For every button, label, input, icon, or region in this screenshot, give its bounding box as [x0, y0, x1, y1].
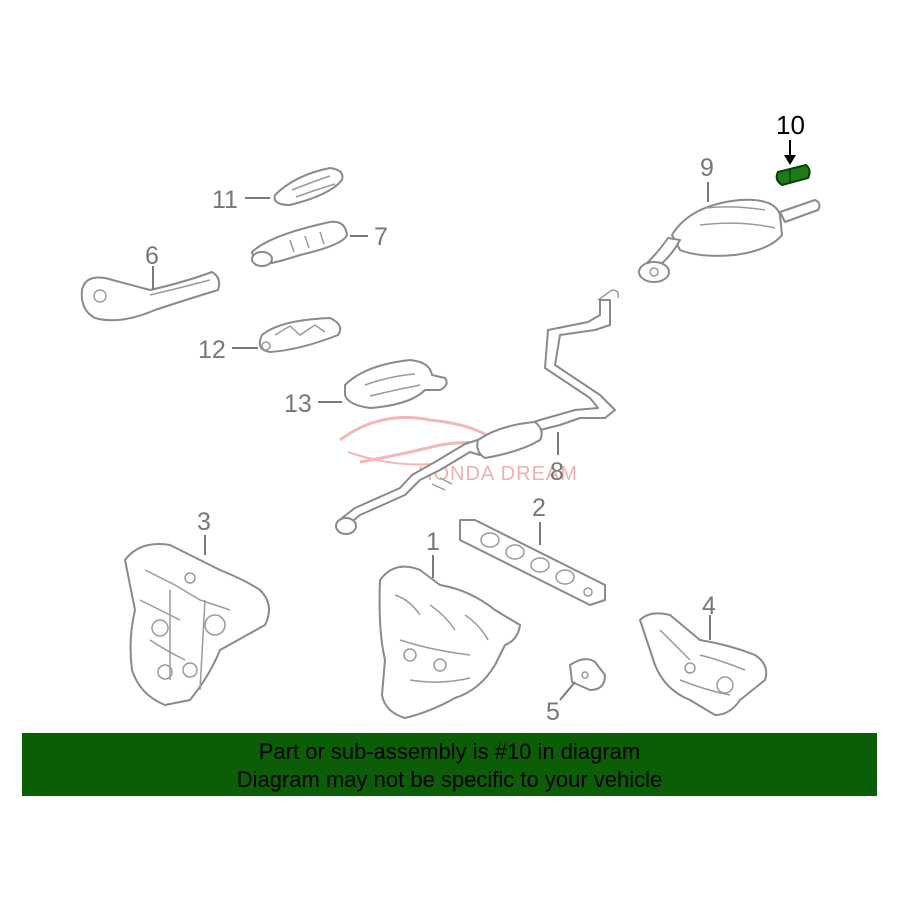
part-12-heat-shield[interactable]	[232, 317, 342, 353]
callout-5-label: 5	[546, 698, 560, 726]
part-5-bracket[interactable]	[559, 658, 606, 701]
callout-8-label: 8	[550, 458, 564, 486]
callout-13-label: 13	[284, 390, 312, 418]
part-8-exhaust-pipe[interactable]	[335, 289, 620, 535]
part-7-gasket[interactable]	[251, 220, 368, 267]
part-1-exhaust-manifold[interactable]	[378, 555, 521, 719]
callout-6-label: 6	[145, 242, 159, 270]
callout-9-label: 9	[700, 154, 714, 182]
callout-2-label: 2	[532, 494, 546, 522]
part-2-gasket[interactable]	[459, 519, 606, 606]
part-10-hanger[interactable]	[775, 140, 811, 187]
part-13-heat-shield[interactable]	[318, 359, 448, 409]
callout-1-label: 1	[426, 528, 440, 556]
callout-7-label: 7	[374, 223, 388, 251]
banner-line-1: Part or sub-assembly is #10 in diagram	[258, 739, 641, 764]
part-9-muffler[interactable]	[638, 182, 821, 283]
info-banner: Part or sub-assembly is #10 in diagram D…	[22, 733, 877, 796]
part-11-heat-shield[interactable]	[245, 167, 344, 206]
callout-4-label: 4	[702, 592, 716, 620]
callout-3-label: 3	[197, 508, 211, 536]
part-3-manifold-cover[interactable]	[124, 535, 270, 706]
callout-11-label: 11	[212, 186, 238, 214]
part-4-heat-cover[interactable]	[639, 612, 768, 716]
part-6-bracket[interactable]	[80, 266, 221, 322]
callout-10-label: 10	[776, 110, 805, 140]
banner-line-2: Diagram may not be specific to your vehi…	[236, 767, 663, 792]
watermark-text: HONDA DREAM	[418, 463, 578, 485]
callout-12-label: 12	[198, 336, 226, 364]
